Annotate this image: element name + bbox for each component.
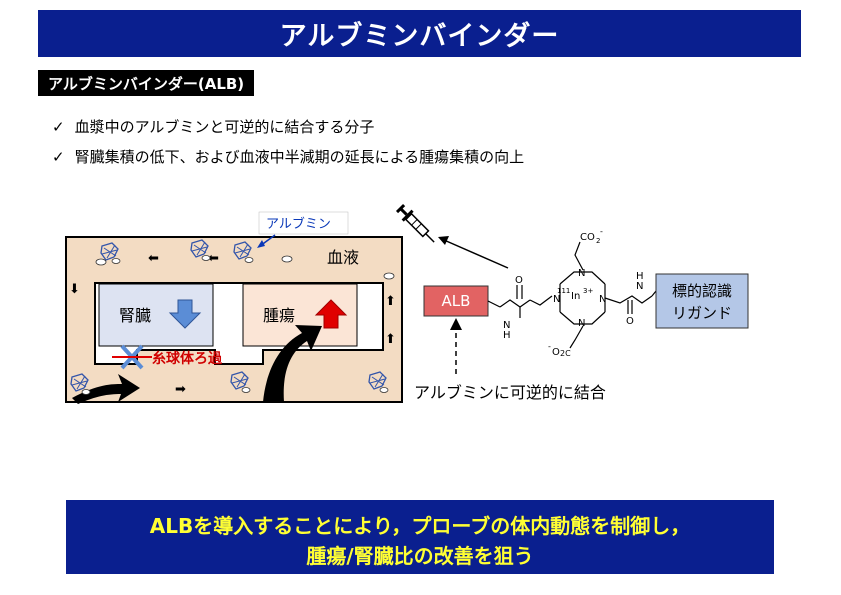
ligand-box bbox=[655, 273, 749, 329]
chem-metal-mass: 111 bbox=[557, 287, 570, 295]
flow-arrow-kidney bbox=[72, 374, 140, 404]
page-title: アルブミンバインダー bbox=[279, 21, 560, 52]
albumin-callout: アルブミン bbox=[266, 216, 331, 232]
flow-arrow-tumor bbox=[263, 325, 322, 402]
kidney-down-arrow bbox=[168, 299, 202, 329]
tumor-up-arrow bbox=[314, 299, 348, 329]
chem-o: O bbox=[515, 275, 523, 286]
ligand-box-line2: リガンド bbox=[672, 304, 732, 322]
chem-nh: N bbox=[636, 281, 643, 292]
ligand-box-line1: 標的認識 bbox=[672, 282, 732, 300]
flow-arrow-left: ⬅ bbox=[208, 251, 219, 266]
flow-arrow-left: ⬅ bbox=[148, 251, 159, 266]
ligand-dot-icon bbox=[95, 258, 107, 266]
binding-caption: アルブミンに可逆的に結合 bbox=[414, 383, 606, 402]
chem-co2-top-sup: - bbox=[600, 227, 603, 236]
chemical-structure bbox=[499, 241, 657, 349]
flow-arrow-up: ⬆ bbox=[385, 332, 396, 347]
chem-nh: N bbox=[503, 320, 510, 331]
glomerular-label: 糸球体ろ過 bbox=[152, 350, 223, 367]
bullet-text: 血漿中のアルブミンと可逆的に結合する分子 bbox=[74, 118, 375, 136]
chem-o: O bbox=[626, 316, 634, 327]
alb-box bbox=[423, 285, 489, 317]
chem-n: N bbox=[553, 294, 560, 305]
circulation-panel bbox=[65, 236, 403, 403]
chem-metal-charge: 3+ bbox=[583, 287, 593, 295]
kidney-label: 腎臓 bbox=[119, 306, 151, 325]
check-icon: ✓ bbox=[52, 117, 65, 136]
chem-co2-bottom-pre: - bbox=[548, 342, 551, 351]
ligand-dot-icon bbox=[383, 272, 395, 280]
bullet-item: ✓ 腎臓集積の低下、および血液中半減期の延長による腫瘍集積の向上 bbox=[52, 146, 524, 167]
chem-metal: In bbox=[571, 291, 580, 302]
footer-line-1: ALBを導入することにより，プローブの体内動態を制御し， bbox=[149, 514, 691, 538]
alb-box-label: ALB bbox=[442, 292, 471, 310]
chem-n: N bbox=[599, 294, 606, 305]
blood-label: 血液 bbox=[327, 248, 359, 267]
chem-co2-bottom-c: 2C bbox=[560, 349, 571, 358]
albumin-callout-box bbox=[258, 211, 349, 235]
footer-bar: ALBを導入することにより，プローブの体内動態を制御し， 腫瘍/腎臓比の改善を狙… bbox=[66, 500, 774, 574]
chem-n: N bbox=[578, 318, 585, 329]
bullet-item: ✓ 血漿中のアルブミンと可逆的に結合する分子 bbox=[52, 116, 374, 137]
title-bar: アルブミンバインダー bbox=[38, 10, 801, 57]
chem-n: N bbox=[578, 268, 585, 279]
chem-co2-top: CO bbox=[580, 232, 595, 243]
ligand-dot-icon bbox=[281, 255, 293, 263]
flow-arrow-down: ⬇ bbox=[69, 282, 80, 297]
section-label: アルブミンバインダー(ALB) bbox=[38, 70, 255, 96]
flow-arrow-up: ⬆ bbox=[385, 294, 396, 309]
footer-line-2: 腫瘍/腎臓比の改善を狙う bbox=[306, 544, 534, 568]
tumor-label: 腫瘍 bbox=[263, 306, 295, 325]
chem-co2-bottom: O bbox=[552, 347, 560, 358]
chem-co2-top-sub: 2 bbox=[596, 237, 600, 245]
chem-nh: H bbox=[636, 271, 644, 282]
syringe-icon bbox=[395, 203, 435, 243]
check-icon: ✓ bbox=[52, 147, 65, 166]
chem-nh: H bbox=[503, 330, 511, 341]
bullet-text: 腎臓集積の低下、および血液中半減期の延長による腫瘍集積の向上 bbox=[74, 148, 525, 166]
flow-arrow-right: ➡ bbox=[175, 382, 186, 397]
